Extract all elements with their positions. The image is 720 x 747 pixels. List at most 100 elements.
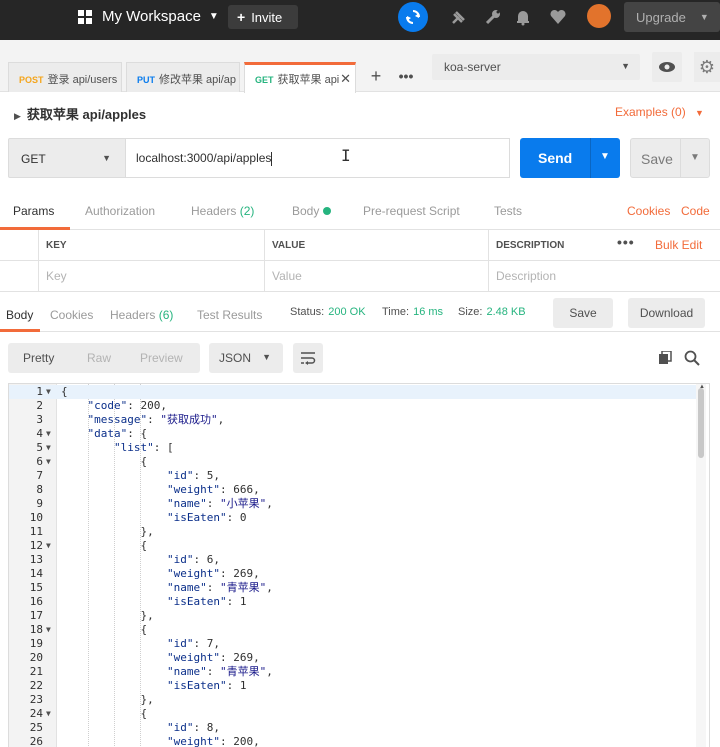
scroll-up-arrow-icon[interactable]: ▲	[699, 384, 705, 390]
method-select[interactable]: GET ▼	[8, 138, 126, 178]
chevron-down-icon: ▼	[262, 352, 271, 362]
line-number: 7	[36, 469, 43, 482]
cookies-link[interactable]: Cookies	[627, 204, 671, 218]
new-tab-button[interactable]: +	[370, 66, 382, 86]
response-body-editor[interactable]: 1▼{2 "code": 200,3 "message": "获取成功",4▼ …	[8, 383, 710, 747]
row-checkbox[interactable]	[0, 261, 39, 292]
body-indicator-dot	[323, 207, 332, 215]
avatar[interactable]	[587, 4, 611, 28]
invite-button[interactable]: + Invite	[228, 5, 298, 29]
response-tab-body[interactable]: Body	[6, 308, 34, 322]
environment-select[interactable]: koa-server ▼	[432, 54, 640, 80]
line-number: 20	[29, 651, 43, 664]
code-text: {	[61, 707, 148, 720]
examples-dropdown[interactable]: Examples (0) ▼	[615, 105, 704, 119]
response-tab-headers[interactable]: Headers (6)	[110, 308, 173, 322]
response-tab-test-results[interactable]: Test Results	[197, 308, 263, 322]
tab-method: POST	[19, 75, 44, 85]
search-icon[interactable]	[684, 350, 700, 369]
code-text: "code": 200,	[87, 399, 168, 412]
line-number: 5	[36, 441, 43, 454]
tab-headers[interactable]: Headers (2)	[191, 204, 254, 218]
chevron-down-icon[interactable]: ▼	[690, 152, 700, 163]
bulk-edit-link[interactable]: Bulk Edit	[655, 238, 703, 252]
chevron-down-icon[interactable]: ▼	[600, 151, 610, 162]
params-input-row: Key Value Description	[0, 261, 720, 292]
format-pretty[interactable]: Pretty	[23, 351, 55, 365]
copy-icon[interactable]	[658, 350, 672, 368]
request-title-text: 获取苹果 api/apples	[26, 107, 147, 122]
environment-name: koa-server	[444, 60, 501, 74]
chevron-down-icon: ▼	[699, 12, 709, 22]
tab-body[interactable]: Body	[292, 204, 332, 218]
indent-guide	[140, 384, 141, 747]
line-number: 19	[29, 637, 43, 650]
wrap-lines-button[interactable]	[293, 343, 323, 373]
download-response-button[interactable]: Download	[628, 298, 705, 328]
fold-toggle-icon[interactable]: ▼	[46, 541, 51, 550]
description-input[interactable]: Description	[496, 269, 557, 283]
examples-label: Examples (0)	[615, 105, 686, 119]
tab-method: PUT	[137, 75, 155, 85]
line-number: 1	[36, 385, 43, 398]
editor-scrollbar-thumb[interactable]	[698, 388, 704, 458]
sync-button[interactable]	[398, 2, 428, 32]
code-link[interactable]: Code	[681, 204, 710, 218]
fold-toggle-icon[interactable]: ▼	[46, 443, 51, 452]
gear-icon[interactable]: ⚙	[694, 52, 720, 82]
tab-tests[interactable]: Tests	[494, 204, 523, 218]
heart-icon[interactable]	[549, 8, 567, 26]
tab-authorization[interactable]: Authorization	[85, 204, 156, 218]
bell-icon[interactable]	[514, 8, 532, 26]
code-text: "name": "青苹果",	[166, 665, 273, 678]
code-text: },	[61, 693, 154, 706]
tab-pre-request-script[interactable]: Pre-request Script	[363, 204, 460, 218]
save-request-button[interactable]: Save ▼	[630, 138, 710, 178]
top-bar: My Workspace ▼ + Invite Upgrade ▼	[0, 0, 720, 40]
tab-label: 修改苹果 api/ap	[159, 74, 237, 86]
format-preview[interactable]: Preview	[140, 351, 183, 365]
environment-quick-look-button[interactable]	[652, 52, 682, 82]
editor-scrollbar-track[interactable]	[696, 384, 706, 747]
chevron-down-icon: ▼	[208, 11, 219, 22]
code-text: "id": 6,	[166, 553, 220, 566]
tab-params[interactable]: Params	[13, 204, 55, 218]
close-icon[interactable]: ✕	[340, 71, 351, 86]
line-number: 24	[29, 707, 43, 720]
save-divider	[680, 139, 681, 177]
upgrade-label: Upgrade	[636, 9, 686, 25]
response-tab-cookies[interactable]: Cookies	[50, 308, 94, 322]
satellite-icon[interactable]	[450, 8, 468, 26]
language-select[interactable]: JSON ▼	[209, 343, 283, 373]
save-response-button[interactable]: Save	[553, 298, 613, 328]
request-title[interactable]: ▶获取苹果 api/apples	[14, 104, 146, 123]
line-number: 4	[36, 427, 43, 440]
time-label: Time:	[382, 306, 410, 318]
fold-toggle-icon[interactable]: ▼	[46, 457, 51, 466]
code-line: 14 "weight": 269,	[9, 567, 699, 581]
key-input[interactable]: Key	[39, 261, 265, 292]
fold-toggle-icon[interactable]: ▼	[46, 387, 51, 396]
active-response-tab-underline	[0, 329, 40, 332]
row-checkbox-header	[0, 230, 39, 261]
status-label: Status:	[290, 306, 325, 318]
wrench-icon[interactable]	[484, 8, 502, 26]
line-number: 2	[36, 399, 43, 412]
request-tab-update-apple[interactable]: PUT 修改苹果 api/ap	[126, 62, 240, 92]
url-input[interactable]: localhost:3000/api/apples	[125, 138, 510, 178]
fold-toggle-icon[interactable]: ▼	[46, 709, 51, 718]
fold-toggle-icon[interactable]: ▼	[46, 625, 51, 634]
format-raw[interactable]: Raw	[87, 351, 112, 365]
workspace-switcher[interactable]: My Workspace ▼	[78, 8, 219, 25]
upgrade-button[interactable]: Upgrade ▼	[624, 2, 720, 32]
code-text: "isEaten": 1	[166, 679, 247, 692]
more-tabs-icon[interactable]: •••	[398, 68, 414, 84]
sync-icon	[406, 10, 420, 24]
send-button[interactable]: Send ▼	[520, 138, 620, 178]
fold-toggle-icon[interactable]: ▼	[46, 429, 51, 438]
more-options-icon[interactable]: •••	[617, 234, 635, 250]
value-input[interactable]: Value	[265, 261, 489, 292]
tab-method: GET	[255, 75, 274, 85]
